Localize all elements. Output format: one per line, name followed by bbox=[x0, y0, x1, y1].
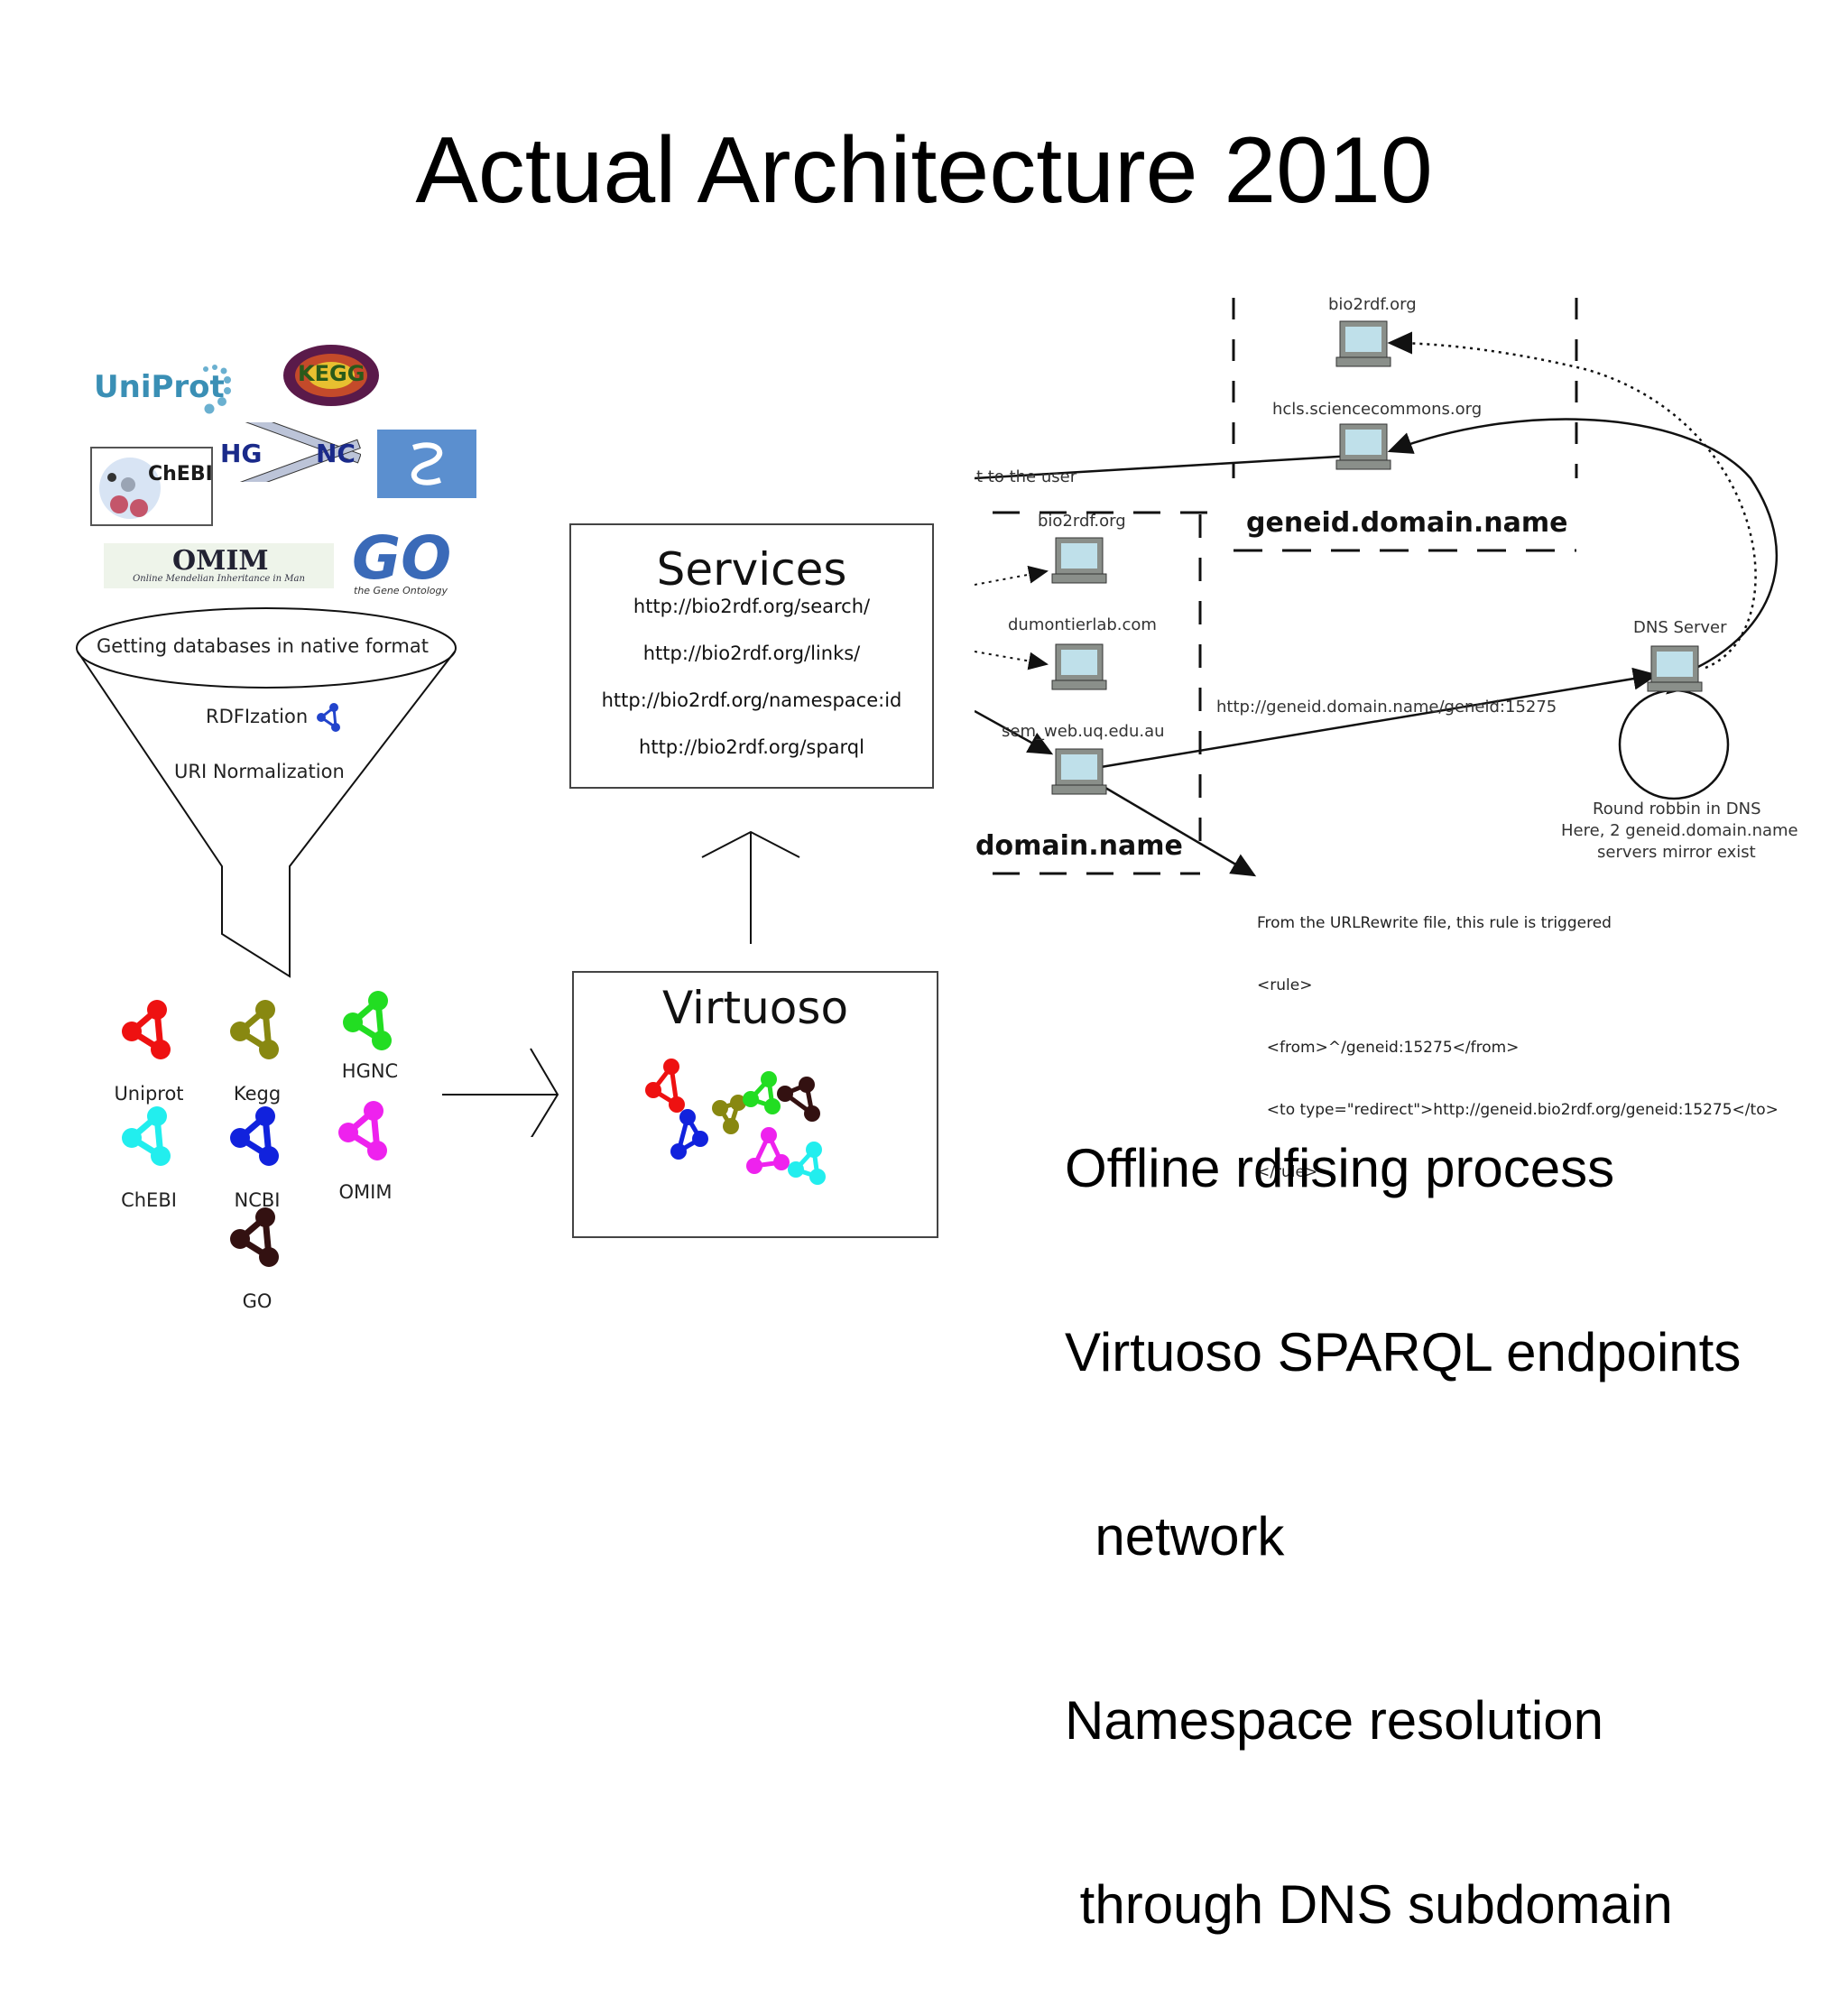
round-robin-line2: Here, 2 geneid.domain.name bbox=[1561, 821, 1798, 840]
omim-logo-text: OMIM bbox=[172, 545, 269, 577]
server-label-left-bio2rdf: bio2rdf.org bbox=[1038, 512, 1126, 531]
dns-server-label: DNS Server bbox=[1633, 618, 1727, 637]
left-domain-label: domain.name bbox=[975, 830, 1183, 862]
summary-line: network bbox=[1065, 1506, 1285, 1567]
rewrite-rule-block: From the URLRewrite file, this rule is t… bbox=[1257, 872, 1779, 1204]
dataset-item-ncbi: NCBI bbox=[199, 1104, 316, 1216]
rewrite-line: <from>^/geneid:15275</from> bbox=[1257, 1039, 1520, 1057]
rdf-graph-icon bbox=[122, 1000, 171, 1059]
round-robin-line1: Round robbin in DNS bbox=[1593, 800, 1761, 818]
dataset-label: NCBI bbox=[234, 1189, 281, 1211]
chebi-logo-text: ChEBI bbox=[148, 463, 213, 485]
funnel-step-uri-normalization: URI Normalization bbox=[174, 761, 345, 782]
virtuoso-title: Virtuoso bbox=[661, 982, 849, 1034]
uniprot-logo-text: UniProt bbox=[94, 369, 225, 405]
round-robin-line3: servers mirror exist bbox=[1597, 843, 1756, 862]
summary-line: through DNS subdomain bbox=[1065, 1874, 1673, 1935]
dataset-item-chebi: ChEBI bbox=[90, 1104, 208, 1216]
dataset-label: ChEBI bbox=[121, 1189, 177, 1211]
kegg-logo: KEGG bbox=[282, 343, 381, 408]
services-box: Services http://bio2rdf.org/search/ http… bbox=[569, 523, 934, 789]
funnel-shape bbox=[76, 607, 457, 978]
server-icon bbox=[1051, 643, 1107, 690]
rdf-graph-icon bbox=[122, 1106, 171, 1166]
funnel-header: Getting databases in native format bbox=[97, 635, 429, 657]
services-title: Services bbox=[656, 543, 847, 596]
dataset-label: Uniprot bbox=[114, 1083, 184, 1105]
virtuoso-box: Virtuoso bbox=[572, 971, 938, 1238]
virtuoso-merged-graph-icon bbox=[645, 1059, 826, 1185]
to-user-label: t to the user bbox=[976, 467, 1077, 486]
dataset-label: OMIM bbox=[338, 1181, 393, 1203]
server-label-semweb: sem_web.uq.edu.au bbox=[1002, 722, 1165, 741]
slide-title: Actual Architecture 2010 bbox=[415, 118, 1433, 223]
go-logo-text: GO bbox=[352, 523, 452, 593]
rdf-graph-icon bbox=[230, 1000, 279, 1059]
dataset-label: HGNC bbox=[341, 1060, 399, 1082]
server-icon bbox=[1335, 320, 1391, 367]
rewrite-line: <to type="redirect">http://geneid.bio2rd… bbox=[1257, 1101, 1779, 1119]
rdf-graph-icon bbox=[338, 1101, 387, 1160]
go-logo: GO the Gene Ontology bbox=[350, 523, 458, 601]
request-url-label: http://geneid.domain.name/geneid:15275 bbox=[1216, 698, 1557, 717]
summary-line: Namespace resolution bbox=[1065, 1690, 1603, 1751]
dataset-item-hgnc: HGNC bbox=[311, 988, 429, 1101]
service-url-sparql[interactable]: http://bio2rdf.org/sparql bbox=[639, 736, 864, 758]
rdf-graph-icon bbox=[343, 991, 392, 1050]
funnel-step-rdfization: RDFIzation bbox=[206, 706, 309, 727]
go-logo-subtext: the Gene Ontology bbox=[354, 585, 448, 596]
ncbi-logo bbox=[377, 430, 476, 498]
hgnc-logo-left: HG bbox=[220, 439, 263, 468]
dataset-item-uniprot: Uniprot bbox=[90, 997, 208, 1110]
server-label-top-bio2rdf: bio2rdf.org bbox=[1328, 295, 1417, 314]
rdf-graph-icon bbox=[230, 1207, 279, 1267]
kegg-logo-text: KEGG bbox=[298, 361, 365, 386]
network-diagram bbox=[975, 298, 1779, 877]
dataset-item-kegg: Kegg bbox=[199, 997, 316, 1110]
service-url-links[interactable]: http://bio2rdf.org/links/ bbox=[642, 643, 861, 664]
dataset-grid: Uniprot Kegg HGNC ChEBI NCBI OMIM GO bbox=[90, 991, 433, 1312]
rdf-mini-icon bbox=[317, 703, 340, 732]
rewrite-line: <rule> bbox=[1257, 976, 1313, 994]
summary-line: Offline rdfising process bbox=[1065, 1138, 1615, 1198]
omim-logo: OMIM Online Mendelian Inheritance in Man bbox=[104, 543, 334, 588]
service-url-search[interactable]: http://bio2rdf.org/search/ bbox=[633, 596, 871, 617]
arrow-to-virtuoso bbox=[442, 1048, 559, 1137]
chebi-logo: ChEBI bbox=[90, 447, 213, 526]
arrow-to-services bbox=[701, 830, 800, 944]
rdf-graph-icon bbox=[230, 1106, 279, 1166]
top-domain-label: geneid.domain.name bbox=[1246, 507, 1568, 539]
server-label-dumontierlab: dumontierlab.com bbox=[1008, 615, 1157, 634]
dataset-item-omim: OMIM bbox=[307, 1098, 424, 1211]
dataset-label: Kegg bbox=[233, 1083, 282, 1105]
hgnc-logo-right: NC bbox=[316, 439, 356, 468]
rewrite-line: </rule> bbox=[1257, 1163, 1318, 1181]
dataset-item-go: GO bbox=[199, 1205, 316, 1317]
server-icon bbox=[1335, 423, 1391, 470]
server-icon bbox=[1051, 537, 1107, 584]
omim-logo-subtext: Online Mendelian Inheritance in Man bbox=[133, 574, 305, 584]
server-icon bbox=[1647, 645, 1703, 692]
rewrite-line: From the URLRewrite file, this rule is t… bbox=[1257, 914, 1612, 932]
server-icon bbox=[1051, 748, 1107, 795]
hgnc-logo: HG NC bbox=[217, 422, 361, 482]
server-label-hcls: hcls.sciencecommons.org bbox=[1272, 400, 1483, 419]
summary-text: Offline rdfising process Virtuoso SPARQL… bbox=[1065, 1015, 1741, 1997]
uniprot-logo: UniProt bbox=[90, 356, 235, 420]
dataset-label: GO bbox=[242, 1290, 273, 1312]
service-url-namespace[interactable]: http://bio2rdf.org/namespace:id bbox=[601, 689, 902, 711]
summary-line: Virtuoso SPARQL endpoints bbox=[1065, 1322, 1742, 1382]
